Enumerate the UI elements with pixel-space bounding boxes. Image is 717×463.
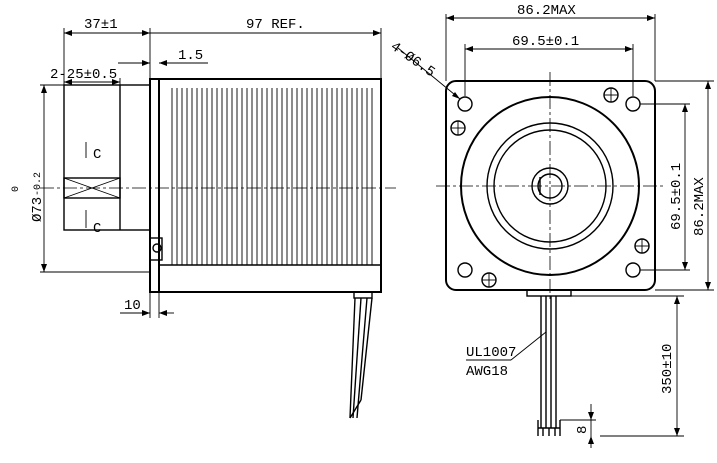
mount-hole-br bbox=[625, 262, 641, 278]
motor-body bbox=[158, 78, 382, 293]
screw-r bbox=[634, 238, 650, 254]
hole-leader bbox=[397, 47, 461, 100]
dim-lead-length: 350±10 bbox=[660, 344, 676, 394]
front-view: 86.2MAX 69.5±0.1 4-Ø6.5 69.5±0.1 86.2MAX… bbox=[387, 3, 714, 448]
dim-strip-length: 8 bbox=[575, 426, 591, 434]
dim-pilot-tol-lower: -0.2 bbox=[33, 172, 44, 196]
wire-type: UL1007 bbox=[466, 345, 516, 361]
section-label-bottom: C bbox=[93, 221, 101, 237]
dim-shaft-flat: 2-25±0.5 bbox=[50, 67, 117, 83]
side-view: C C 37±1 97 REF. 1.5 bbox=[11, 17, 396, 419]
dim-height-max: 86.2MAX bbox=[692, 177, 708, 236]
wire-gauge: AWG18 bbox=[466, 364, 508, 380]
dim-mounting-holes: 4-Ø6.5 bbox=[387, 39, 437, 81]
dim-body-length: 97 REF. bbox=[246, 17, 305, 33]
dim-boss: 10 bbox=[124, 298, 141, 314]
boss bbox=[149, 237, 163, 261]
mount-hole-bl bbox=[457, 262, 473, 278]
dim-width-max: 86.2MAX bbox=[517, 3, 576, 19]
boss-screw bbox=[152, 243, 162, 253]
dim-hole-spacing-horizontal: 69.5±0.1 bbox=[512, 34, 579, 50]
mount-hole-tr bbox=[625, 96, 641, 112]
screw-l bbox=[450, 120, 466, 136]
lead-exit bbox=[353, 291, 373, 299]
mount-hole-tl bbox=[457, 96, 473, 112]
cooling-fins bbox=[171, 88, 373, 265]
screw-tr bbox=[603, 87, 619, 103]
wire-leader bbox=[510, 331, 547, 361]
front-flange bbox=[445, 80, 656, 291]
dim-hole-spacing-vertical: 69.5±0.1 bbox=[669, 163, 685, 230]
screw-bl bbox=[481, 272, 497, 288]
dim-pilot-diameter: Ø73 bbox=[30, 197, 46, 222]
dim-flange-thickness: 1.5 bbox=[178, 48, 203, 64]
dim-shaft-length: 37±1 bbox=[84, 17, 118, 33]
dim-pilot-tol-upper: 0 bbox=[11, 186, 22, 192]
front-lead-exit bbox=[526, 289, 572, 297]
section-label-top: C bbox=[93, 147, 101, 163]
shaft-outline bbox=[63, 84, 151, 231]
